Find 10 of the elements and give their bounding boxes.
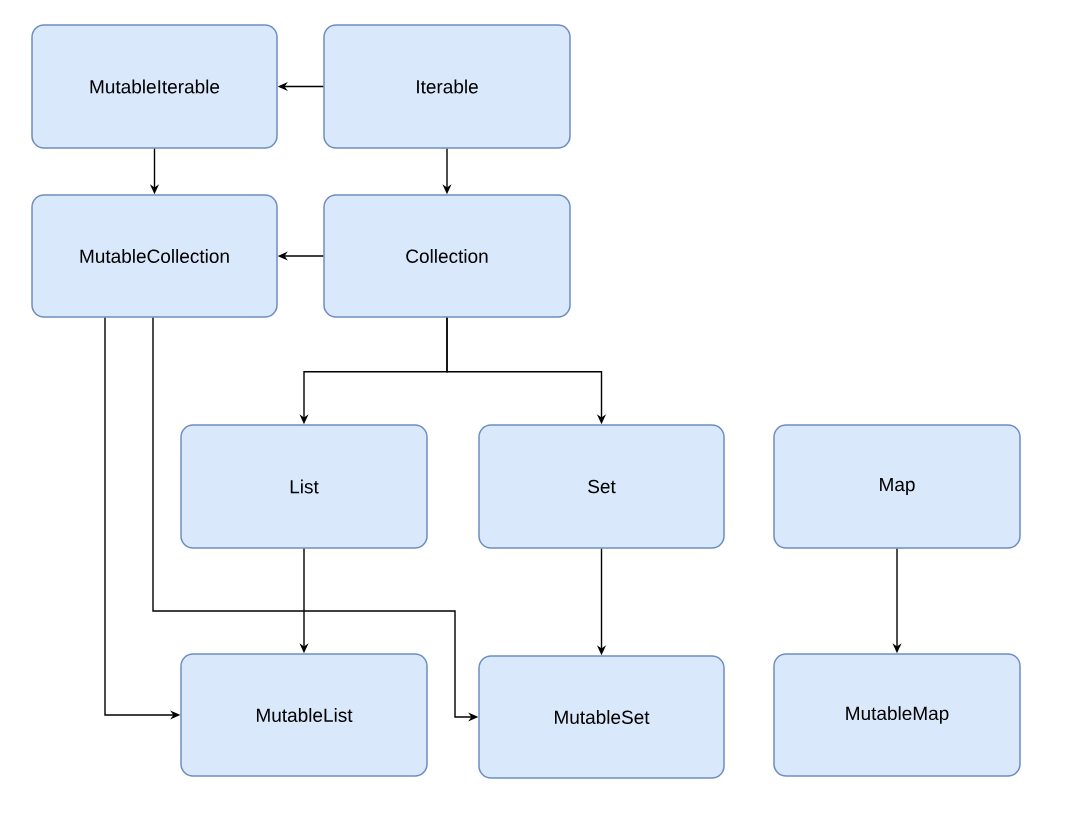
class-box: Map <box>773 424 1021 549</box>
class-box: MutableCollection <box>31 194 278 318</box>
class-box: MutableIterable <box>31 24 278 149</box>
class-box: Iterable <box>323 24 571 149</box>
class-box: MutableSet <box>478 655 725 779</box>
class-box: Collection <box>323 194 571 318</box>
class-box: Set <box>478 424 725 549</box>
class-box: MutableMap <box>773 653 1021 777</box>
class-box: List <box>180 424 428 549</box>
class-box: MutableList <box>180 653 428 777</box>
